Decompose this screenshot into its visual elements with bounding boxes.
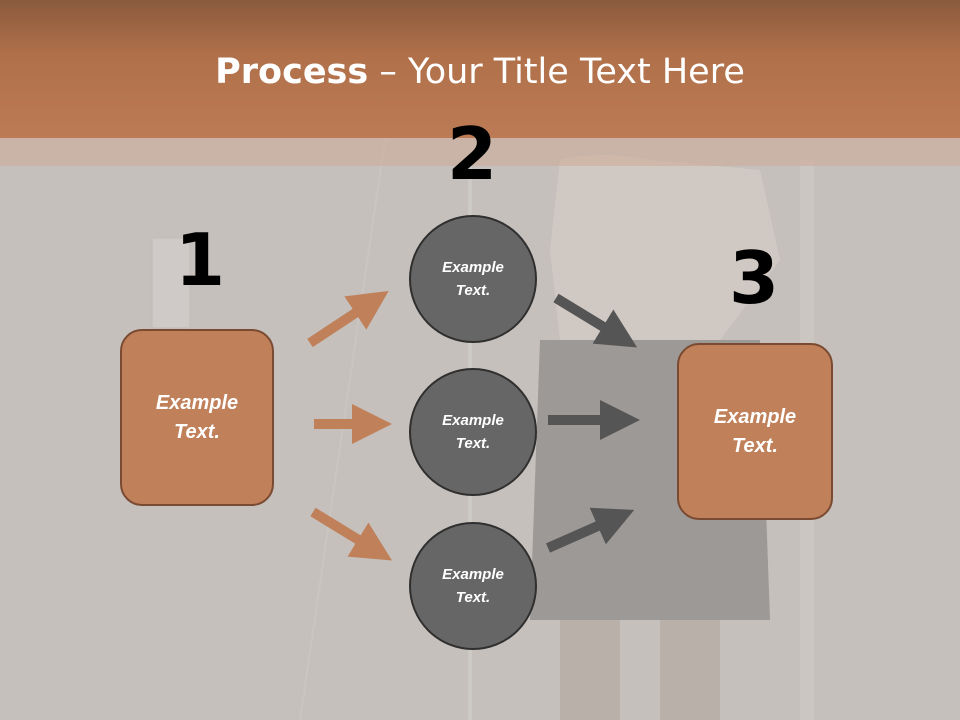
- left-box-line1: Example: [155, 391, 239, 414]
- circle-bottom-line2: Text.: [455, 589, 491, 606]
- arrow-from-top-circle: [553, 293, 638, 348]
- circle-top-line2: Text.: [455, 282, 491, 299]
- step-number-2: 2: [446, 112, 498, 196]
- circle-middle-line2: Text.: [455, 435, 491, 452]
- slide-title: Process – Your Title Text Here: [0, 52, 960, 92]
- title-bar: [0, 0, 960, 138]
- circle-bottom: Example Text.: [409, 522, 537, 650]
- left-box: Example Text.: [120, 329, 274, 506]
- arrow-to-top-circle: [307, 290, 389, 348]
- title-rest: – Your Title Text Here: [368, 52, 745, 92]
- circle-middle-line1: Example: [442, 412, 504, 429]
- step-number-1: 1: [174, 218, 226, 302]
- arrow-from-bottom-circle: [545, 507, 635, 553]
- right-box-line1: Example: [713, 405, 797, 428]
- circle-bottom-line1: Example: [442, 566, 504, 583]
- step-number-3: 3: [728, 236, 780, 320]
- title-strip: [0, 138, 960, 166]
- circle-top: Example Text.: [409, 215, 537, 343]
- left-box-line2: Text.: [174, 420, 220, 443]
- arrow-to-bottom-circle: [310, 507, 393, 561]
- title-bold: Process: [215, 52, 369, 92]
- circle-top-line1: Example: [442, 259, 504, 276]
- right-box-line2: Text.: [732, 434, 778, 457]
- circle-middle: Example Text.: [409, 368, 537, 496]
- right-box: Example Text.: [677, 343, 833, 520]
